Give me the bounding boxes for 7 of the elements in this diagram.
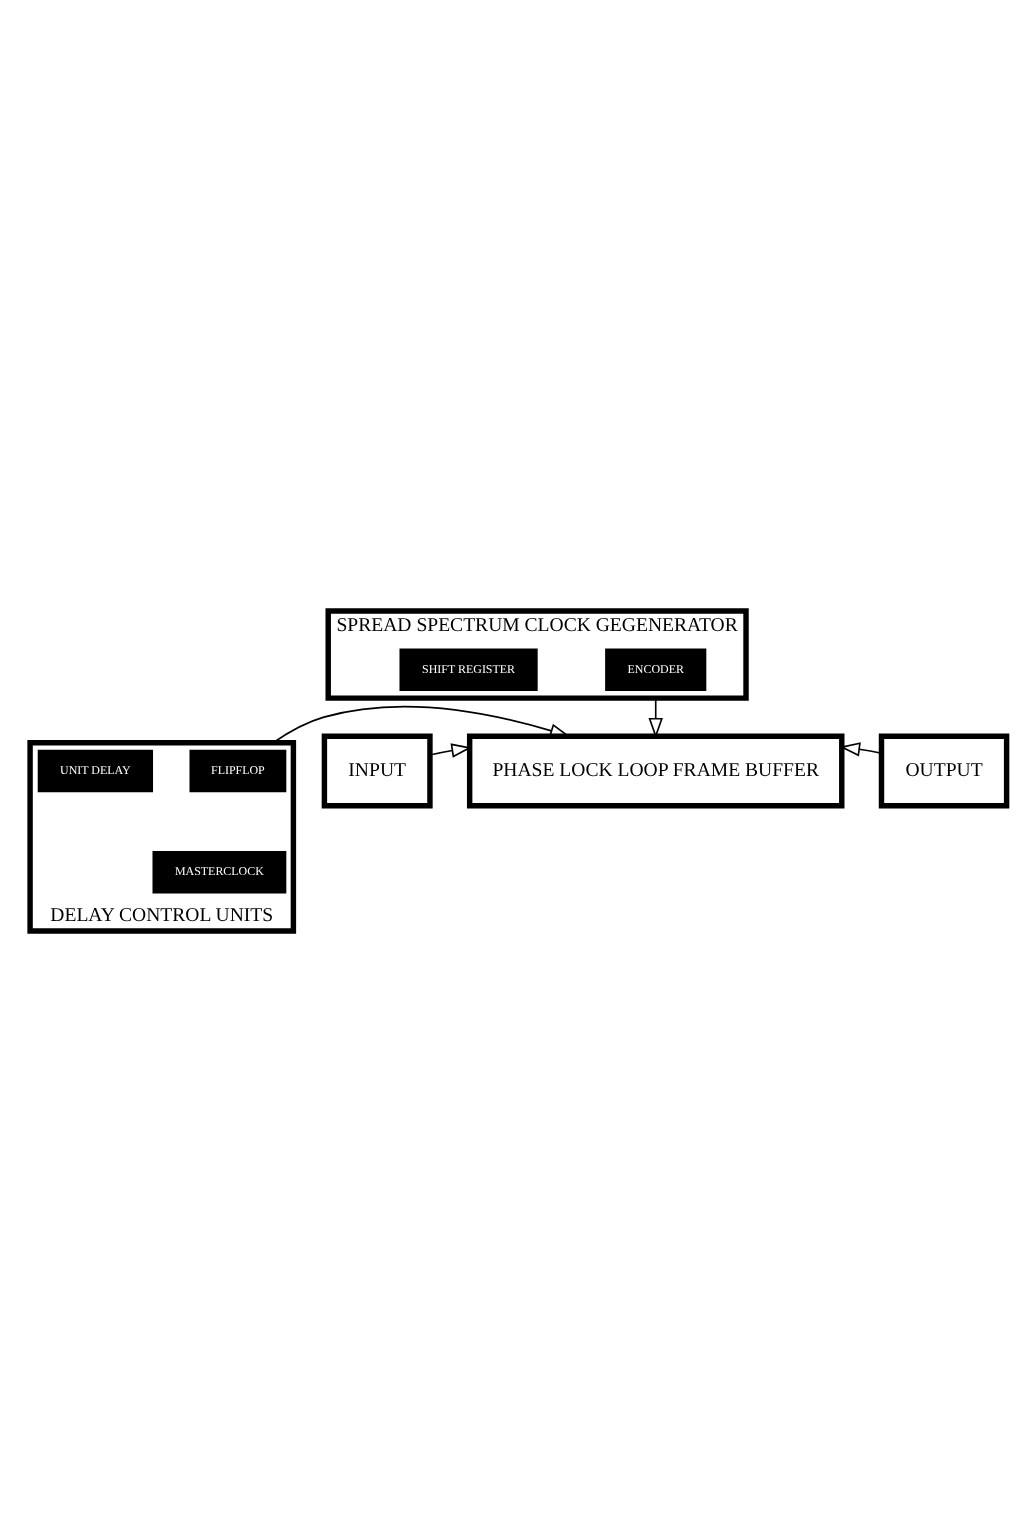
node-box: OUTPUT [878, 732, 1010, 808]
node-box: INPUT [321, 732, 433, 808]
arrow [272, 704, 571, 743]
arrow [839, 741, 883, 756]
arrow [648, 696, 663, 738]
arrow [429, 742, 473, 757]
node-box: PHASE LOCK LOOP FRAME BUFFER [466, 732, 845, 808]
